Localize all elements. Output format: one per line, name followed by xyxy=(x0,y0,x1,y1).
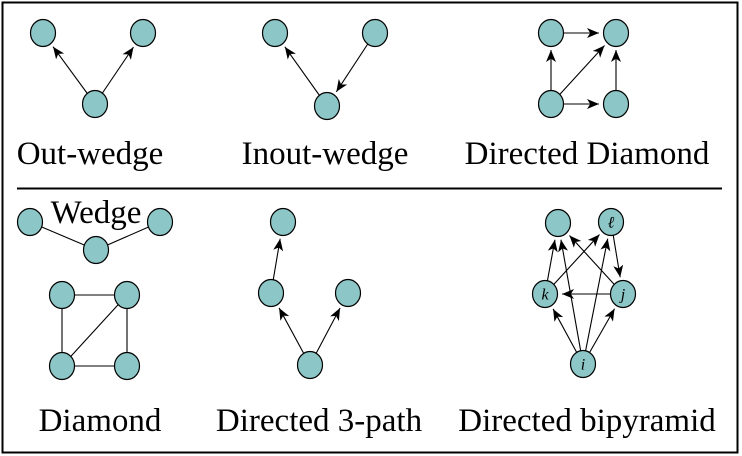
node-c xyxy=(82,235,110,265)
node-a xyxy=(16,207,44,237)
node-b xyxy=(361,18,389,48)
edge-bl-tr xyxy=(61,294,128,367)
node-b xyxy=(129,18,157,48)
directed-edge-i-top xyxy=(558,239,584,365)
motif-directed-3-path: Directed 3-path xyxy=(216,207,423,439)
node-c xyxy=(81,89,109,119)
node-label: j xyxy=(619,287,626,304)
node-tl xyxy=(537,18,565,48)
motif-wedge: Wedge xyxy=(16,195,174,265)
directed-edge-i-l xyxy=(582,238,611,365)
node-tr xyxy=(602,18,630,48)
node-a xyxy=(29,18,57,48)
node-ℓ xyxy=(597,207,625,237)
motif-out-wedge: Out-wedge xyxy=(17,18,164,172)
node-top xyxy=(269,207,297,237)
motif-label-wedge: Wedge xyxy=(51,195,142,231)
node-tl xyxy=(48,280,76,310)
node-midl xyxy=(257,278,285,308)
node-bl xyxy=(537,89,565,119)
node-br xyxy=(602,89,630,119)
node-label: ℓ xyxy=(608,215,615,232)
node-br xyxy=(113,351,141,381)
node-top xyxy=(544,208,572,238)
node-b xyxy=(146,207,174,237)
node-c xyxy=(313,91,341,121)
node-label: i xyxy=(581,357,585,374)
motif-label-inout-wedge: Inout-wedge xyxy=(242,136,409,172)
motif-directed-diamond: Directed Diamond xyxy=(465,18,710,172)
node-bottom xyxy=(296,350,324,380)
motif-diamond: Diamond xyxy=(39,280,162,439)
node-j xyxy=(609,279,637,309)
node-i xyxy=(569,349,597,379)
node-a xyxy=(261,18,289,48)
motif-label-directed-diamond: Directed Diamond xyxy=(465,136,710,172)
node-tr xyxy=(113,280,141,310)
motif-label-diamond: Diamond xyxy=(39,403,162,439)
motif-label-directed-bipyramid: Directed bipyramid xyxy=(458,403,716,439)
motif-label-out-wedge: Out-wedge xyxy=(17,136,164,172)
motif-inout-wedge: Inout-wedge xyxy=(242,18,409,172)
node-label: k xyxy=(541,287,549,304)
node-midr xyxy=(334,278,362,308)
motif-label-directed-3-path: Directed 3-path xyxy=(216,403,423,439)
node-k xyxy=(531,279,559,309)
node-bl xyxy=(48,351,76,381)
